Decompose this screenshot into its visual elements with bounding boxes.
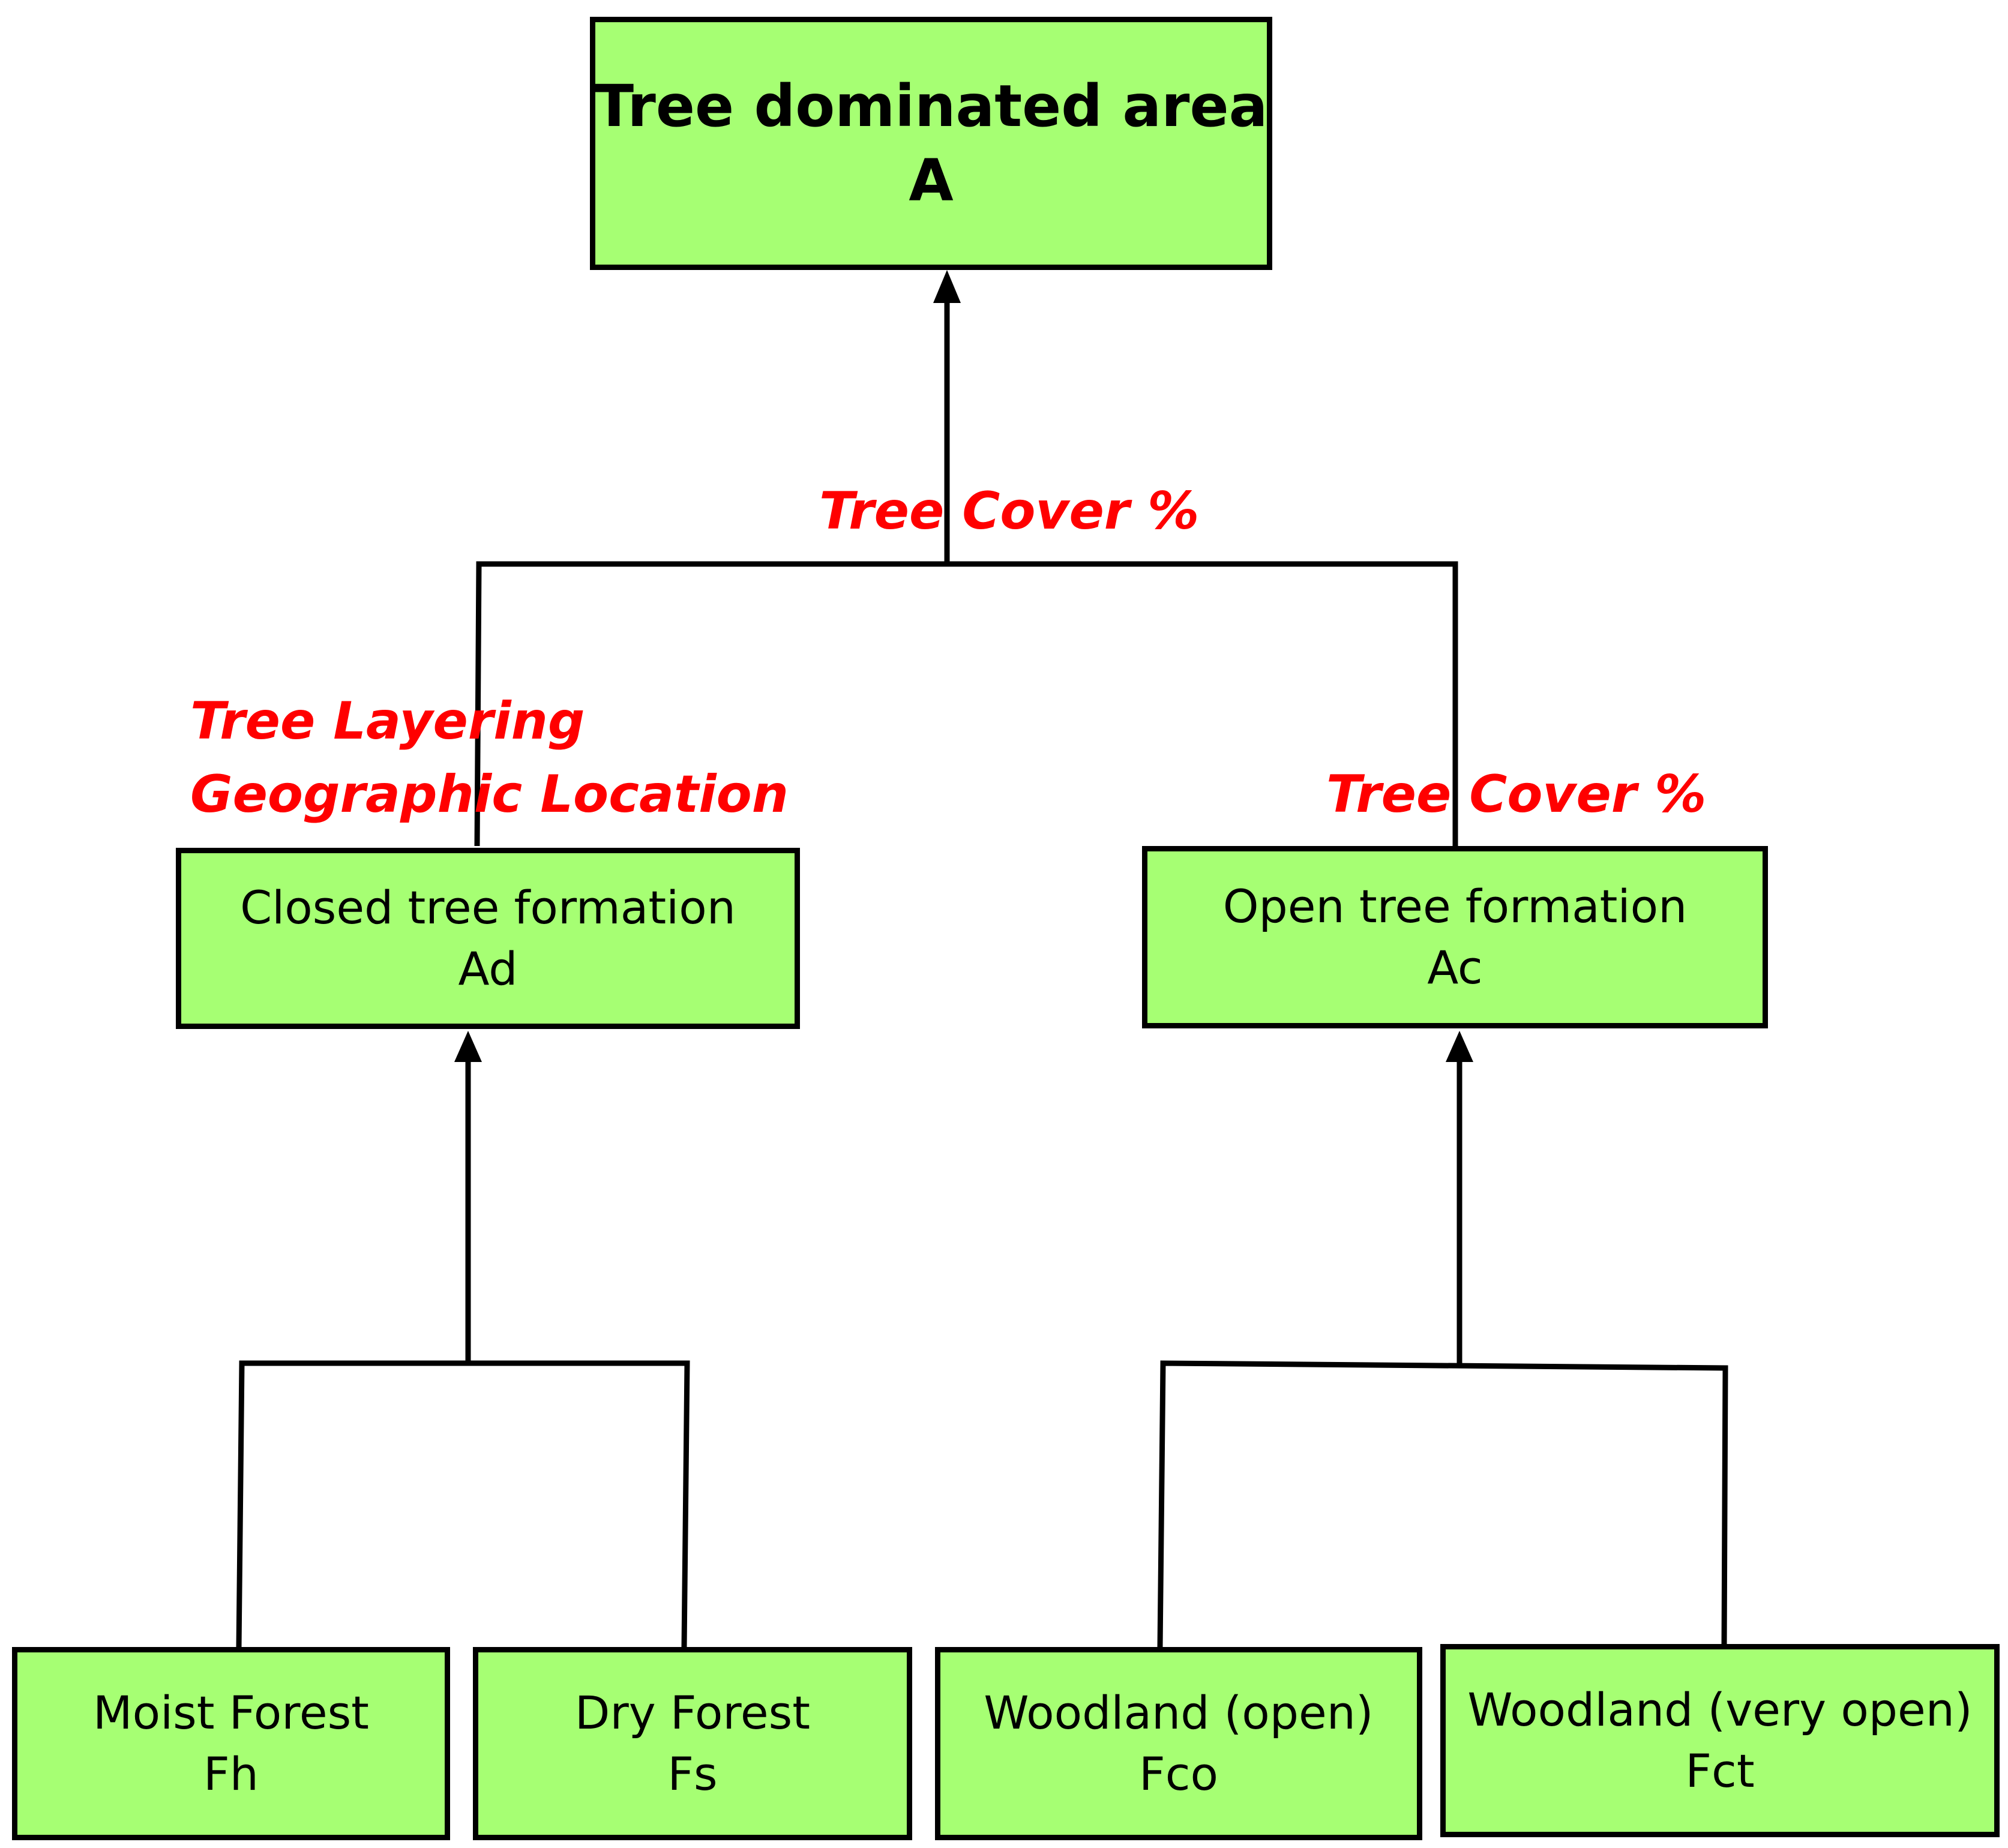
node-title: Tree dominated area <box>594 73 1268 140</box>
node-code: Fh <box>203 1747 259 1801</box>
node-title: Closed tree formation <box>240 881 736 934</box>
node-code: Fco <box>1139 1747 1218 1801</box>
criterion-tree-cover-top: Tree Cover % <box>819 481 1200 541</box>
connector-mid-to-root <box>474 561 1458 847</box>
node-code: Fct <box>1685 1744 1755 1798</box>
node-dry-forest: Dry Forest Fs <box>473 1647 912 1840</box>
connector-leaves-right <box>1157 1360 1728 1648</box>
criterion-tree-layering: Tree Layering <box>190 691 585 751</box>
criterion-geographic-location: Geographic Location <box>190 764 789 824</box>
node-code: Ac <box>1427 941 1483 994</box>
arrowhead-open <box>1446 1031 1473 1062</box>
node-code: Ad <box>458 942 518 995</box>
arrowhead-closed <box>454 1031 482 1062</box>
criterion-tree-cover-right: Tree Cover % <box>1326 764 1707 824</box>
node-open-tree-formation: Open tree formation Ac <box>1142 846 1768 1028</box>
node-title: Moist Forest <box>93 1686 369 1739</box>
node-title: Woodland (open) <box>984 1686 1374 1739</box>
node-title: Woodland (very open) <box>1467 1683 1973 1736</box>
node-moist-forest: Moist Forest Fh <box>12 1647 450 1840</box>
node-closed-tree-formation: Closed tree formation Ad <box>176 848 800 1029</box>
arrowhead-root <box>933 270 961 303</box>
node-woodland-very-open: Woodland (very open) Fct <box>1440 1644 2000 1837</box>
node-title: Dry Forest <box>574 1686 811 1739</box>
node-title: Open tree formation <box>1222 880 1688 933</box>
connector-leaves-left <box>236 1360 690 1648</box>
node-tree-dominated-area: Tree dominated area A <box>590 17 1272 270</box>
node-woodland-open: Woodland (open) Fco <box>935 1647 1422 1840</box>
node-code: A <box>909 147 954 214</box>
node-code: Fs <box>667 1747 718 1801</box>
